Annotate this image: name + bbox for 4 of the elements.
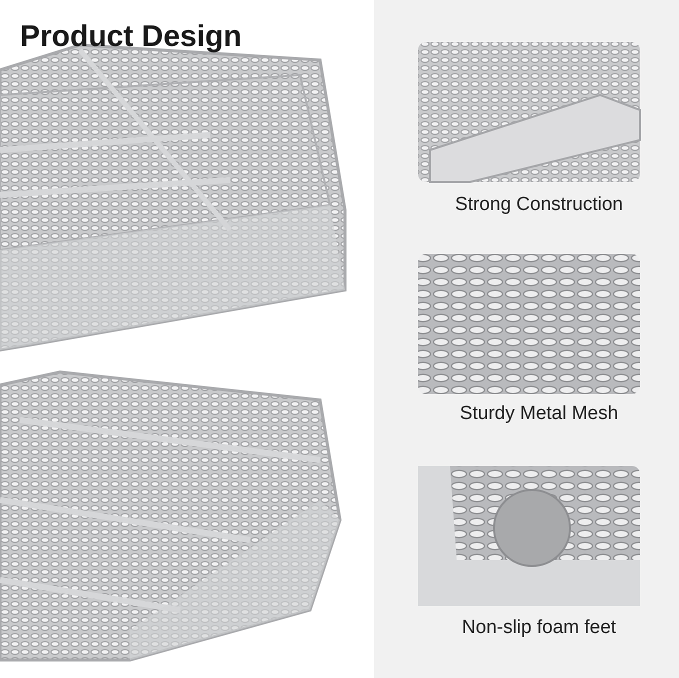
caption: Non-slip foam feet bbox=[460, 617, 618, 639]
heading: Product Design bbox=[20, 20, 242, 54]
caption: Sturdy Metal Mesh bbox=[458, 403, 620, 425]
caption: Strong Construction bbox=[454, 194, 624, 216]
